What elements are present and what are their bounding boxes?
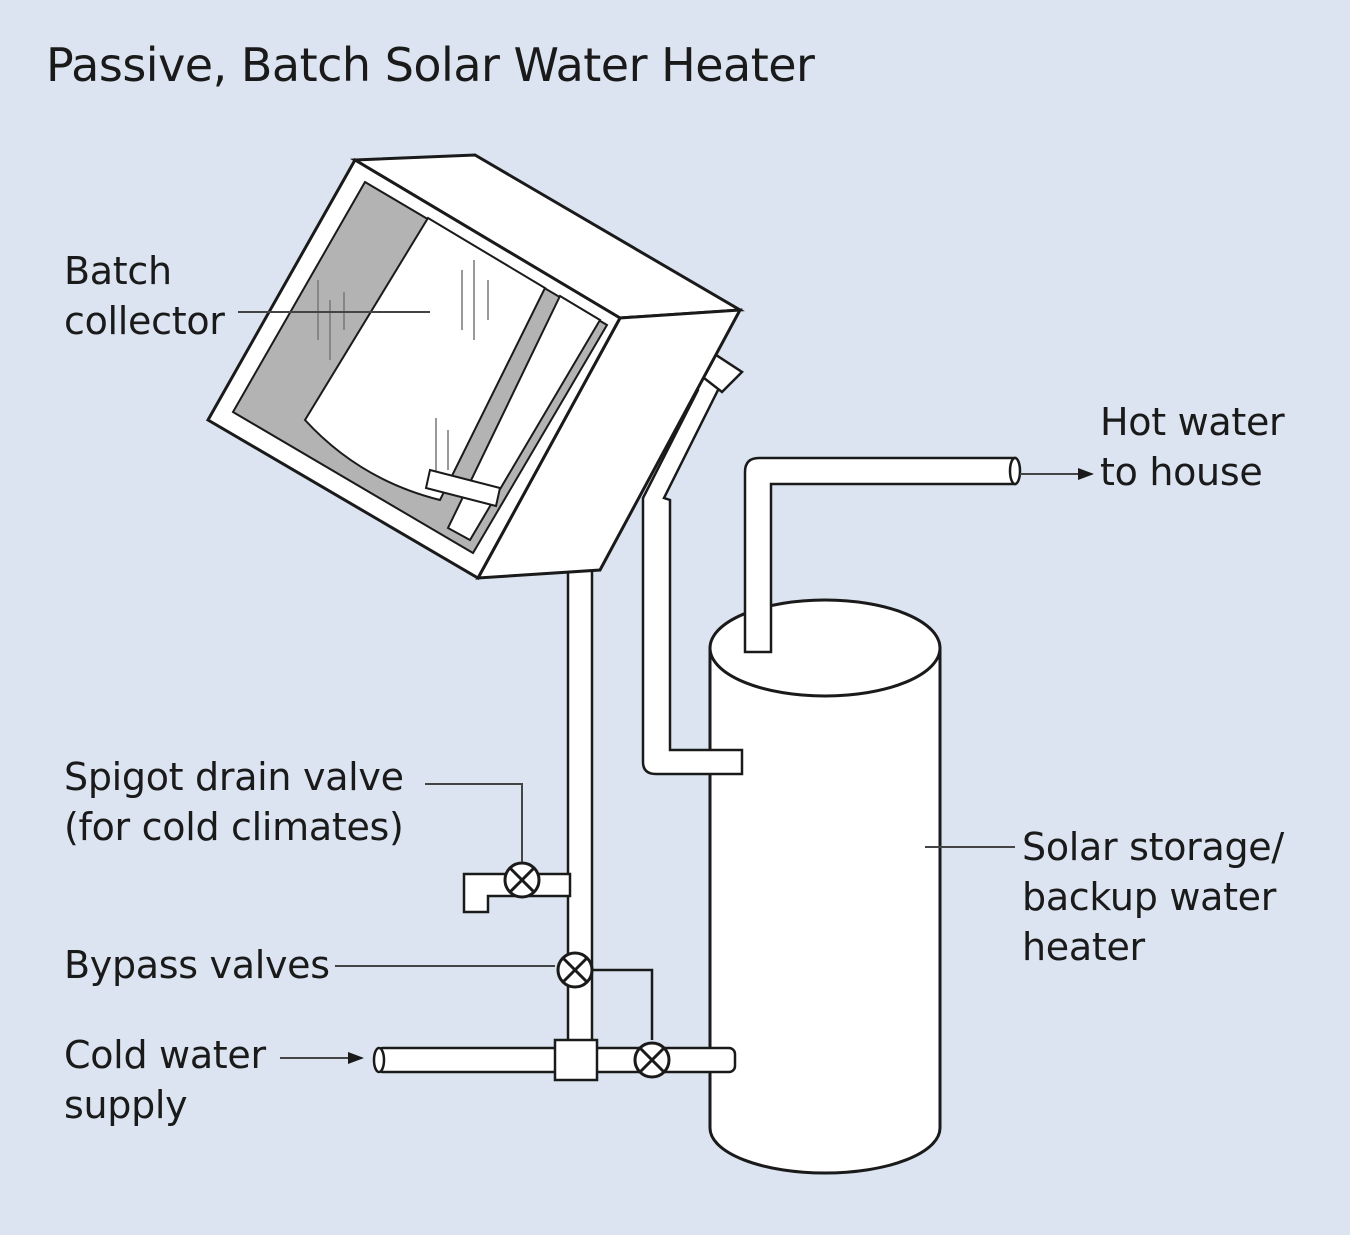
diagram-title: Passive, Batch Solar Water Heater: [46, 38, 815, 92]
valve-icons: [503, 861, 671, 1079]
collector-outlet-pipe: [641, 369, 744, 776]
collector-tank: [303, 216, 547, 502]
batch-collector-label: Batch collector: [64, 249, 225, 343]
spigot-drain-valve-label: Spigot drain valve (for cold climates): [64, 755, 404, 849]
bypass-valve-lower-icon: [633, 1041, 671, 1079]
bypass-valves-label: Bypass valves: [64, 943, 330, 987]
bypass-valve-upper-icon: [556, 951, 594, 989]
solar-storage-label: Solar storage/ backup water heater: [1022, 825, 1284, 969]
hot-water-outlet-pipe: [743, 456, 1017, 654]
spigot-valve-icon: [503, 861, 541, 899]
storage-tank: [708, 598, 942, 1175]
cold-water-supply-label: Cold water supply: [64, 1033, 266, 1127]
batch-collector-box: [205, 153, 745, 581]
hot-water-label: Hot water to house: [1100, 400, 1285, 494]
leader-lines: [238, 311, 1094, 1064]
